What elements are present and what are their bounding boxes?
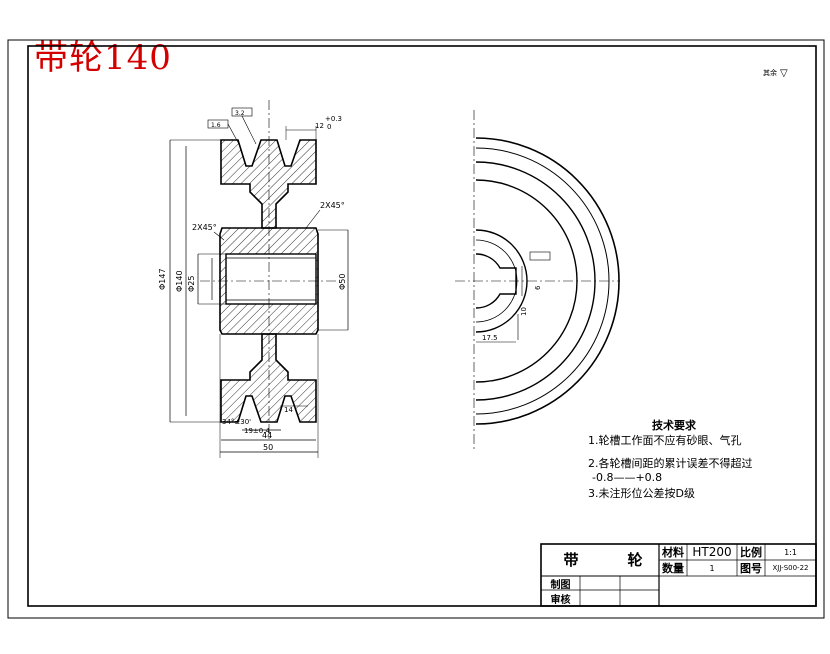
overlay-title: 带轮140 bbox=[34, 38, 172, 78]
title-block bbox=[540, 543, 817, 607]
keyway bbox=[475, 253, 517, 309]
dim-12: 12 bbox=[315, 122, 324, 130]
drawn-label: 制图 bbox=[550, 579, 571, 591]
outer-border bbox=[7, 39, 825, 619]
material-label: 材料 bbox=[662, 546, 684, 559]
dim-hub-len: 17.5 bbox=[482, 334, 498, 342]
dim-groove-angle: 34°±30' bbox=[222, 418, 251, 426]
dim-50-dia: Φ50 bbox=[338, 274, 347, 290]
outer-circle bbox=[475, 137, 620, 425]
inner-border bbox=[27, 45, 817, 607]
dim-140: Φ140 bbox=[175, 270, 184, 292]
lower-web bbox=[220, 333, 317, 423]
bore bbox=[225, 253, 317, 305]
corner-symbol: ▽ bbox=[780, 68, 788, 79]
scale-value: 1:1 bbox=[784, 547, 797, 557]
checked-label: 审核 bbox=[550, 594, 571, 606]
dim-key-6: 6 bbox=[534, 285, 542, 290]
scale-label: 比例 bbox=[740, 546, 762, 559]
qty-value: 1 bbox=[709, 563, 715, 573]
upper-rim bbox=[220, 139, 317, 229]
material-value: HT200 bbox=[692, 545, 732, 559]
qty-label: 数量 bbox=[662, 562, 684, 575]
requirement-1: 1.轮槽工作面不应有砂眼、气孔 bbox=[588, 434, 742, 447]
section-view: Φ147 Φ140 Φ25 Φ50 2X45° 2X45° 12 +0.3 0 … bbox=[158, 100, 349, 458]
chamfer-right: 2X45° bbox=[320, 201, 345, 210]
drawing-no-label: 图号 bbox=[740, 562, 762, 575]
roughness-box-3 bbox=[529, 251, 551, 261]
circle-2 bbox=[475, 147, 610, 415]
circle-3 bbox=[475, 161, 596, 401]
circle-4 bbox=[475, 179, 578, 383]
drawing-no-value: XJJ-S00-22 bbox=[772, 564, 809, 572]
requirement-2b: -0.8——+0.8 bbox=[592, 471, 663, 484]
requirement-2: 2.各轮槽间距的累计误差不得超过 bbox=[588, 457, 753, 470]
dim-groove-pitch: 19±0.4 bbox=[244, 427, 270, 435]
chamfer-left: 2X45° bbox=[192, 223, 217, 232]
tol-plus: +0.3 bbox=[325, 115, 342, 123]
roughness-1: 3.2 bbox=[235, 110, 245, 117]
corner-mark: 其余 bbox=[763, 68, 777, 77]
hub-inner bbox=[475, 239, 518, 323]
side-view: 6 10 17.5 bbox=[455, 110, 620, 450]
part-name-2: 轮 bbox=[627, 550, 643, 569]
tol-zero: 0 bbox=[327, 123, 331, 131]
hub-outer bbox=[475, 229, 528, 333]
dim-key-w: 10 bbox=[520, 307, 528, 316]
dim-14: 14 bbox=[284, 406, 293, 414]
roughness-2: 1.6 bbox=[211, 122, 221, 129]
requirements-heading: 技术要求 bbox=[652, 419, 696, 432]
part-name-1: 带 bbox=[563, 550, 579, 569]
requirement-3: 3.未注形位公差按D级 bbox=[588, 487, 695, 500]
dim-147: Φ147 bbox=[158, 268, 167, 290]
dim-44: 44 bbox=[262, 431, 272, 440]
dim-50: 50 bbox=[263, 443, 273, 452]
dim-bore: Φ25 bbox=[187, 276, 196, 292]
